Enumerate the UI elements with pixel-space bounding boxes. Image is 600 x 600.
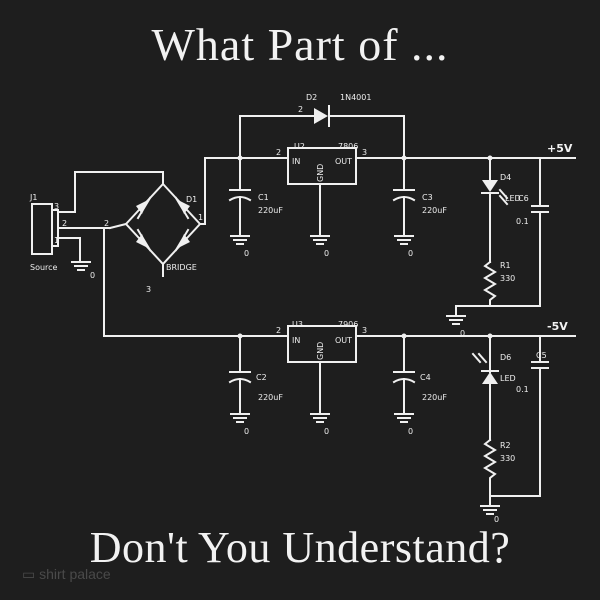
label-j1-pin1: 1 [54,236,59,245]
label-u2-gnd: GND [316,164,325,182]
label-u3-part: 7906 [338,320,358,329]
led-d4 [481,157,509,263]
label-r1-value: 330 [500,274,515,283]
label-d4: D4 [500,173,511,182]
label-d1: D1 [186,195,197,204]
label-bridge-pin1: 1 [198,213,203,222]
resistor-r2 [483,438,497,497]
negative-rail [103,227,576,337]
label-r2: R2 [500,441,511,450]
label-u2-in: IN [292,157,300,166]
label-c5-value: 0.1 [516,385,529,394]
label-ground-led-bottom: 0 [494,515,499,524]
watermark-logo: ▭ shirt palace [22,566,111,583]
label-u3-gnd: GND [316,342,325,360]
label-c6-value: 0.1 [516,217,529,226]
label-c2-value: 220uF [258,393,283,402]
capacitor-c3 [392,157,416,245]
label-u3: U3 [292,320,303,329]
ground-u3 [310,413,330,423]
label-u2-pin3: 3 [362,148,367,157]
label-d4-led: LED [505,194,521,203]
label-ground-c4: 0 [408,427,413,436]
label-bridge-pin2: 2 [104,219,109,228]
label-u3-pin2: 2 [276,326,281,335]
label-ground-c3: 0 [408,249,413,258]
headline-bottom: Don't You Understand? [89,523,511,572]
led-d6 [471,335,499,441]
capacitor-c1 [228,157,252,245]
capacitor-c6 [531,157,549,307]
label-c2: C2 [256,373,267,382]
label-plus5v: +5V [547,142,573,155]
capacitor-c4 [392,335,416,423]
label-j1: J1 [29,193,37,202]
label-ground-c2: 0 [244,427,249,436]
label-u2: U2 [294,142,305,151]
label-u3-out: OUT [335,336,352,345]
label-bridge: BRIDGE [166,263,197,272]
label-c4: C4 [420,373,431,382]
label-ground-led-top: 0 [460,329,465,338]
capacitor-c5 [531,335,549,497]
label-u3-in: IN [292,336,300,345]
label-u2-pin2: 2 [276,148,281,157]
label-d2-part: 1N4001 [340,93,371,102]
ground-j1 [71,261,91,271]
label-j1-pin3: 3 [54,202,59,211]
capacitor-c2 [228,335,252,423]
ground-led-bottom [480,495,541,515]
label-u2-part: 7806 [338,142,358,151]
label-ground-j1: 0 [90,271,95,280]
label-bridge-pin3: 3 [146,285,151,294]
ground-led-top [446,305,541,325]
label-source: Source [30,263,58,272]
connector-j1 [31,203,63,255]
label-d6-led: LED [500,374,516,383]
label-ground-u2: 0 [324,249,329,258]
label-u2-out: OUT [335,157,352,166]
watermark-text: shirt palace [39,566,111,582]
headline-top: What Part of ... [151,19,449,70]
label-c6: C6 [518,194,529,203]
regulator-u2 [287,147,357,237]
label-ground-c1: 0 [244,249,249,258]
label-c3: C3 [422,193,433,202]
label-minus5v: -5V [547,320,568,333]
label-c1-value: 220uF [258,206,283,215]
label-c3-value: 220uF [422,206,447,215]
connector-wiring [61,171,164,263]
label-d6: D6 [500,353,511,362]
shirt-icon: ▭ [22,566,40,582]
label-d2-pin2: 2 [298,105,303,114]
label-c5: C5 [536,351,547,360]
label-r2-value: 330 [500,454,515,463]
bridge-rectifier [108,182,202,277]
ground-u2 [310,235,330,245]
label-u3-pin3: 3 [362,326,367,335]
diode-d2 [314,105,330,127]
label-j1-pin2: 2 [62,219,67,228]
label-c1: C1 [258,193,269,202]
label-r1: R1 [500,261,511,270]
label-d2: D2 [306,93,317,102]
label-ground-u3: 0 [324,427,329,436]
label-c4-value: 220uF [422,393,447,402]
resistor-r1 [483,260,497,307]
regulator-u3 [287,325,357,415]
positive-rail [199,115,576,225]
